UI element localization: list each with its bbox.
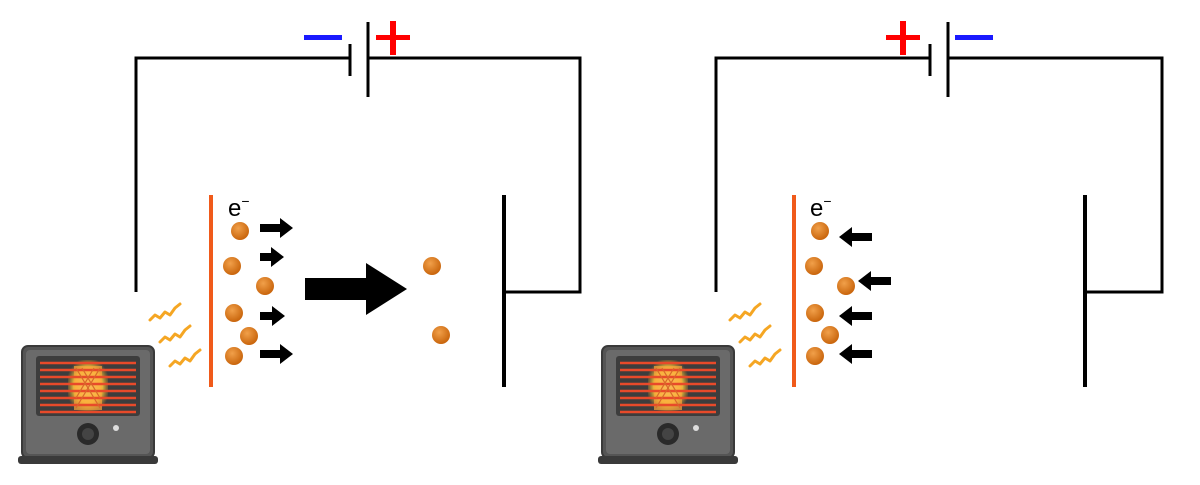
arrow-icon xyxy=(260,218,293,238)
electron-icon xyxy=(805,257,823,275)
heat-wave-group xyxy=(148,302,202,368)
electron-icon xyxy=(423,257,441,275)
arrow-icon xyxy=(839,227,872,247)
electron-icon xyxy=(256,277,274,295)
heater-icon xyxy=(16,344,160,466)
circuit-wire-right xyxy=(714,56,1164,294)
arrow-icon xyxy=(839,344,872,364)
heat-wave-icon xyxy=(728,302,762,322)
battery-positive-sign xyxy=(376,21,410,55)
electron-icon xyxy=(225,304,243,322)
panel-left: e− xyxy=(16,21,582,466)
heat-wave-icon xyxy=(148,302,182,322)
electron-icon xyxy=(240,327,258,345)
electron-group xyxy=(223,222,274,365)
battery-negative-sign xyxy=(304,35,342,40)
heat-wave-icon xyxy=(738,324,772,344)
electron-icon xyxy=(806,347,824,365)
electron-label: e− xyxy=(810,193,832,222)
heater-icon xyxy=(596,344,740,466)
electron-icon xyxy=(223,257,241,275)
heat-wave-icon xyxy=(158,324,192,344)
small-arrows-left xyxy=(839,227,891,364)
electron-icon xyxy=(231,222,249,240)
arrow-icon xyxy=(858,271,891,291)
electron-label: e− xyxy=(228,193,250,222)
arrow-icon xyxy=(839,306,872,326)
battery-icon xyxy=(348,22,370,97)
large-arrow-icon xyxy=(305,263,407,315)
heat-wave-group xyxy=(728,302,782,368)
small-arrows-right xyxy=(260,218,293,364)
electron-icon xyxy=(821,326,839,344)
electron-icon xyxy=(432,326,450,344)
electron-icon xyxy=(225,347,243,365)
battery-icon xyxy=(928,22,950,97)
emitted-electrons xyxy=(423,257,450,344)
circuit-wire-left xyxy=(134,56,582,294)
arrow-icon xyxy=(260,344,293,364)
battery-positive-sign xyxy=(886,21,920,55)
battery-negative-sign xyxy=(955,35,993,40)
electron-icon xyxy=(806,304,824,322)
heat-wave-icon xyxy=(748,348,782,368)
panel-right: e− xyxy=(596,21,1164,466)
heat-wave-icon xyxy=(168,348,202,368)
arrow-icon xyxy=(260,306,285,326)
electron-icon xyxy=(811,222,829,240)
electron-group xyxy=(805,222,855,365)
arrow-icon xyxy=(260,247,284,267)
electron-icon xyxy=(837,277,855,295)
